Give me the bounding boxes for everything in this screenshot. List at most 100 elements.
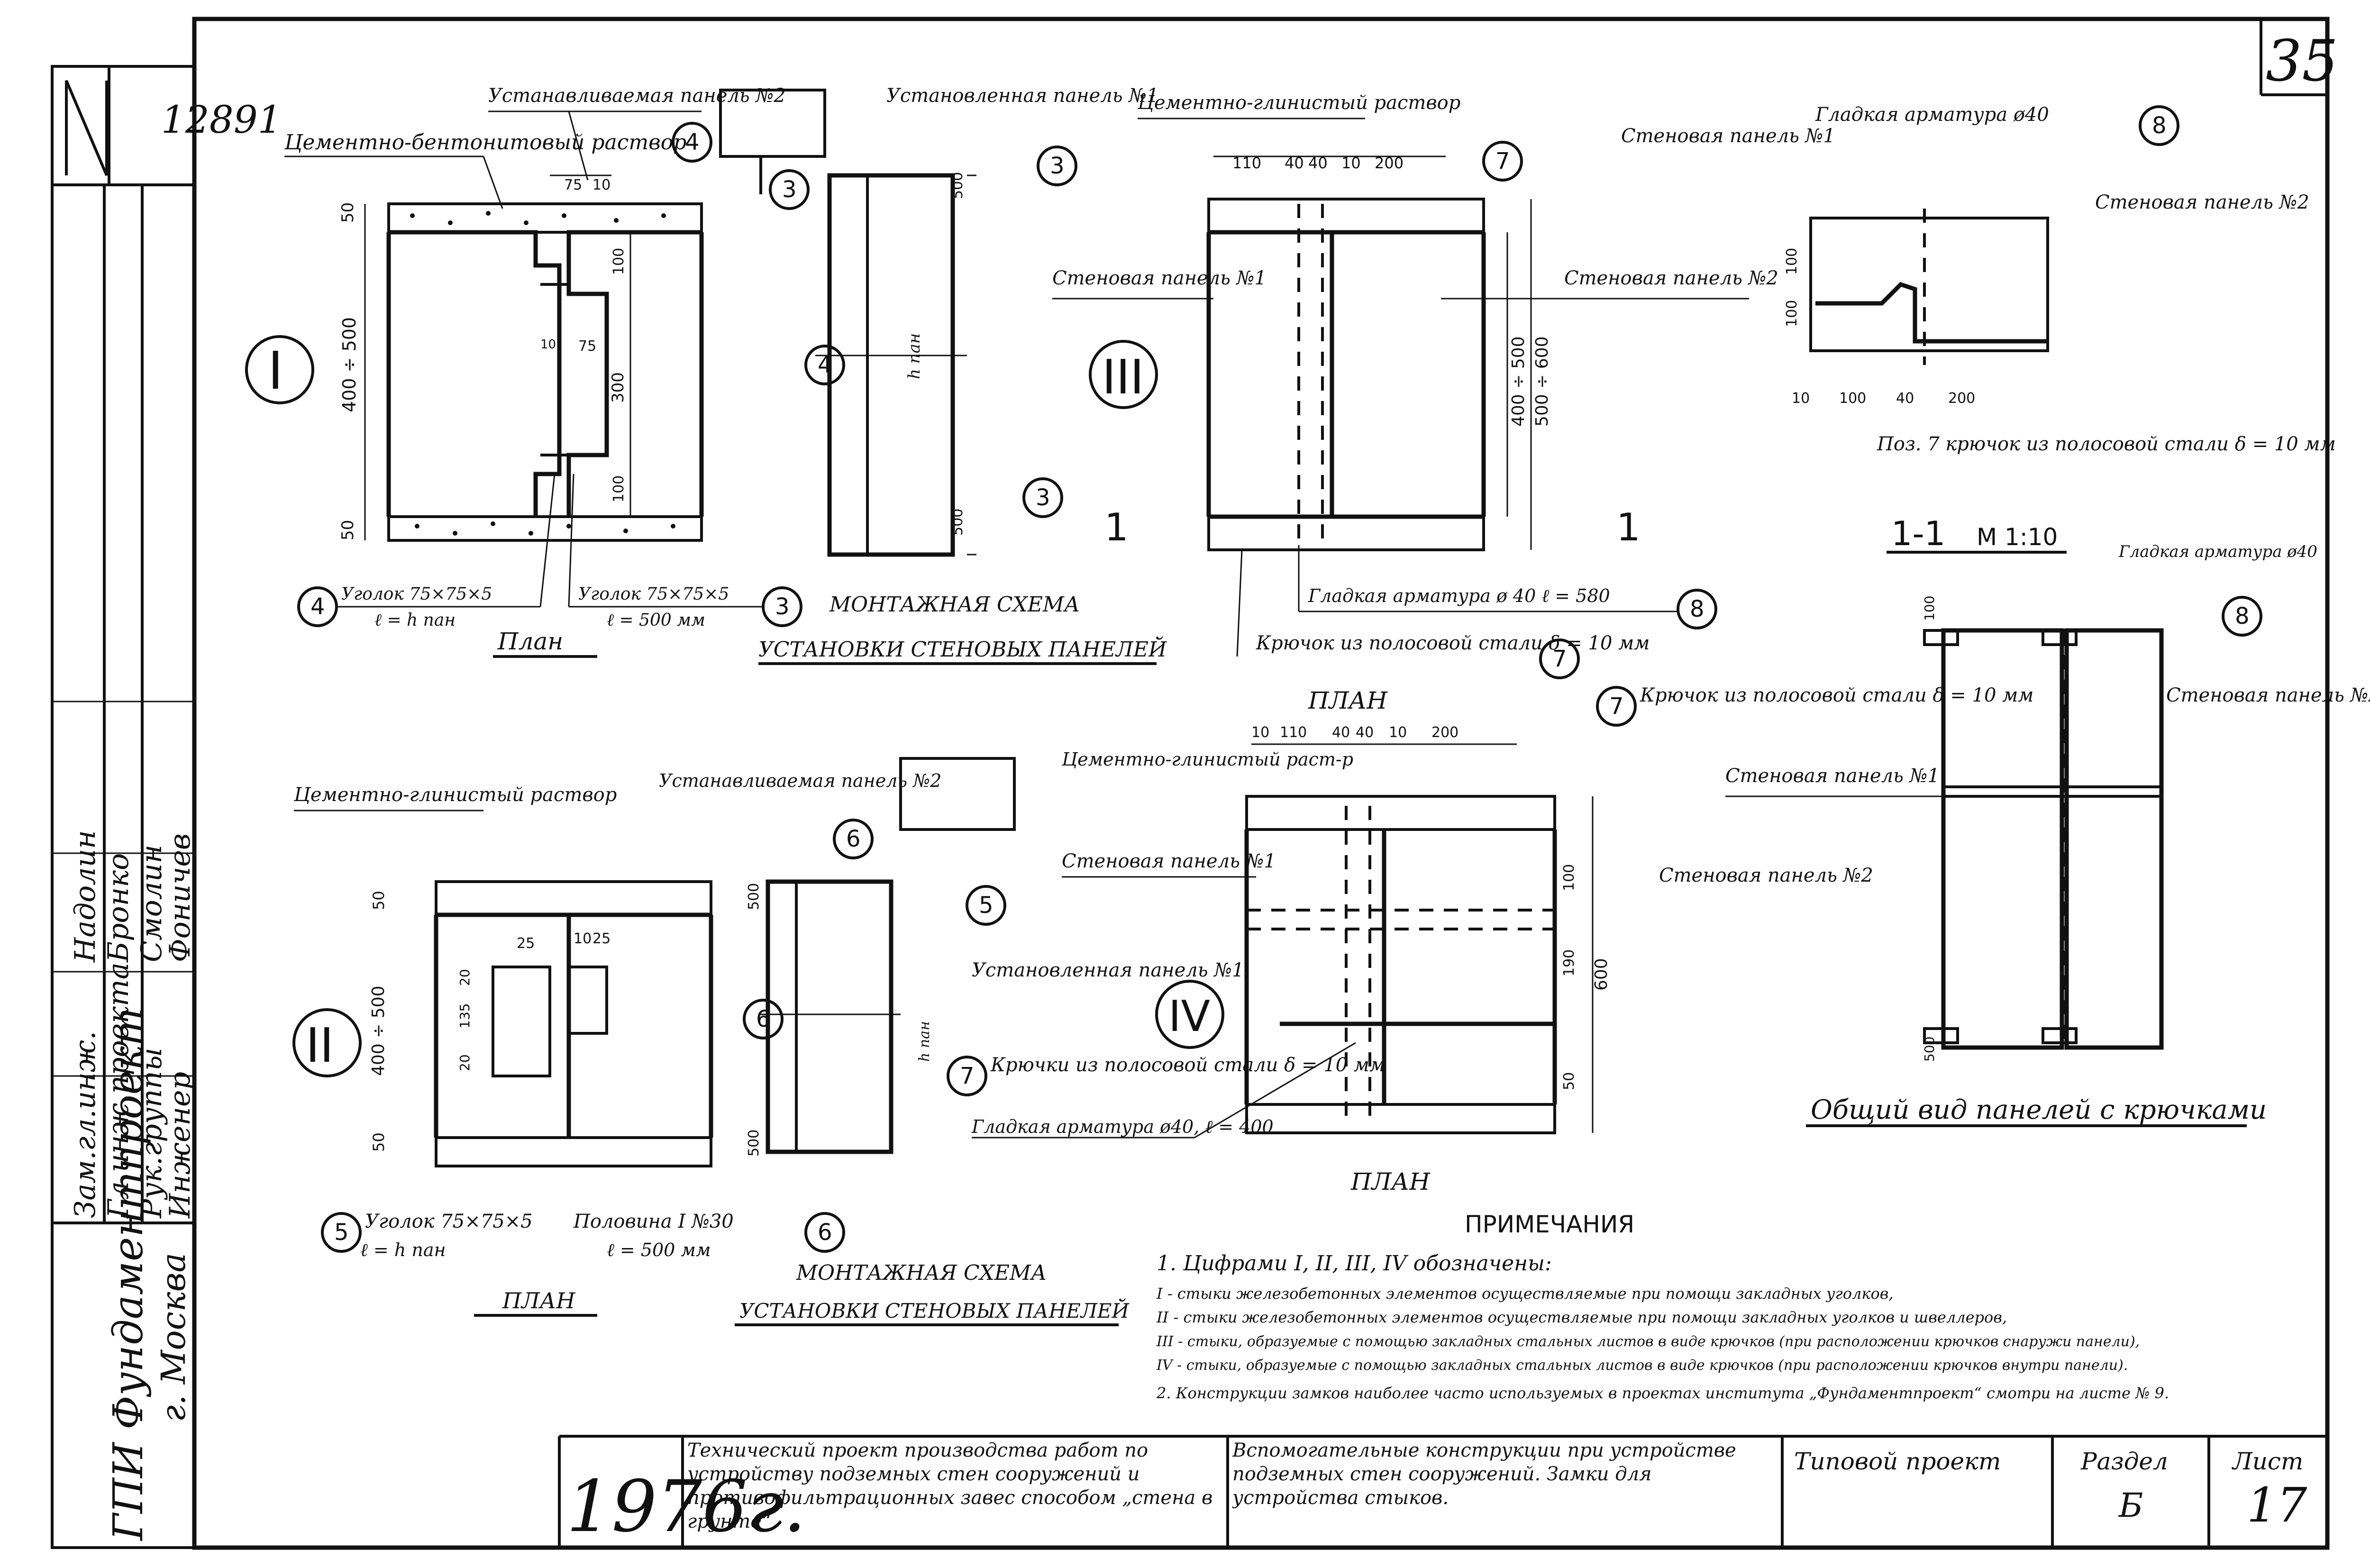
svg-text:200: 200 [1375, 154, 1404, 172]
svg-text:500 ÷ 600: 500 ÷ 600 [1532, 337, 1552, 427]
cement-clay-label-III: Цементно-глинистый раствор [1137, 92, 1460, 114]
svg-text:10: 10 [1251, 724, 1269, 741]
svg-text:40: 40 [1308, 154, 1328, 172]
note-1-intro: 1. Цифрами I, II, III, IV обозначены: [1157, 1251, 1552, 1276]
svg-text:100: 100 [611, 475, 627, 502]
svg-text:1: 1 [1616, 505, 1641, 549]
detail-IV-label: IV [1168, 992, 1210, 1041]
svg-text:40: 40 [1356, 724, 1374, 741]
org-name: ГПИ Фундаментпроект [105, 1008, 152, 1541]
svg-text:75: 75 [578, 338, 596, 355]
svg-text:20: 20 [457, 1054, 473, 1071]
svg-text:Гл.инж.проекта: Гл.инж.проекта [102, 962, 135, 1219]
svg-text:Зам.гл.инж.: Зам.гл.инж. [69, 1031, 102, 1218]
cement-bentonite-label: Цементно-бентонитовый раствор [284, 130, 686, 155]
general-view-title: Общий вид панелей с крючками [1811, 1094, 2267, 1125]
svg-text:500: 500 [949, 509, 966, 536]
svg-text:400 ÷ 500: 400 ÷ 500 [339, 317, 360, 412]
plan-label-I: План [497, 628, 563, 655]
left-stamp [51, 65, 196, 1549]
svg-text:25: 25 [592, 930, 611, 947]
mont-scheme-title-I: МОНТАЖНАЯ СХЕМА [829, 593, 1080, 617]
sheet-label: Лист [2231, 1448, 2303, 1475]
pos7-detail [1809, 209, 2049, 365]
montage-scheme-I [719, 89, 976, 557]
svg-text:3: 3 [1036, 484, 1050, 511]
type-project: Типовой проект [1794, 1448, 2001, 1475]
svg-text:7: 7 [1495, 148, 1510, 174]
svg-text:20: 20 [457, 969, 473, 986]
svg-text:4: 4 [310, 593, 325, 620]
pos7-label: Поз. 7 крючок из полосовой стали δ = 10 … [1877, 433, 2336, 455]
svg-text:6: 6 [818, 1219, 832, 1246]
doc-title-left-box: Технический проект производства работ по… [687, 1440, 1213, 1532]
svg-text:500: 500 [746, 883, 762, 910]
svg-text:10: 10 [1341, 154, 1361, 172]
plan-label-III: ПЛАН [1308, 687, 1388, 714]
note-1-d: IV - стыки, образуемые с помощью закладн… [1156, 1357, 2128, 1374]
svg-text:5: 5 [979, 892, 994, 919]
svg-text:7: 7 [1552, 646, 1567, 672]
svg-text:110: 110 [1280, 724, 1307, 741]
cement-clay-label-II: Цементно-глинистый раствор [293, 784, 617, 806]
svg-text:100: 100 [1784, 248, 1800, 275]
svg-text:40: 40 [1332, 724, 1350, 741]
svg-text:6: 6 [756, 1006, 771, 1032]
svg-text:Инженер: Инженер [164, 1072, 197, 1219]
svg-text:200: 200 [1948, 390, 1975, 407]
scale-label: М 1:10 [1977, 523, 2058, 551]
archive-number: 12891 [161, 98, 282, 142]
svg-text:Смолин: Смолин [135, 845, 168, 962]
doc-title-left: Технический проект производства работ по… [687, 1440, 1213, 1532]
svg-text:Фоничев: Фоничев [164, 833, 197, 962]
svg-text:500: 500 [1922, 1037, 1937, 1062]
sheet-number-top: 35 [2266, 28, 2338, 94]
plan-label-II: ПЛАН [502, 1288, 575, 1313]
installing-panel-2-label: Устанавливаемая панель №2 [488, 85, 786, 107]
svg-text:50: 50 [338, 202, 357, 223]
svg-text:50: 50 [370, 1132, 388, 1152]
svg-text:600: 600 [1592, 958, 1611, 991]
note-2: 2. Конструкции замков наиболее часто исп… [1156, 1384, 2169, 1402]
wall-panel-1-label-gen: Стеновая панель №1 [1725, 765, 1940, 787]
svg-text:6: 6 [846, 826, 861, 852]
mont-scheme-sub-I: УСТАНОВКИ СТЕНОВЫХ ПАНЕЛЕЙ [758, 636, 1167, 662]
svg-text:300: 300 [609, 372, 628, 403]
montage-scheme-II [758, 757, 1016, 1154]
detail-II-plan [434, 880, 713, 1167]
org-city: г. Москва [154, 1253, 193, 1422]
svg-text:110: 110 [1232, 154, 1261, 172]
smooth-rebar-580-label: Гладкая арматура ø 40 ℓ = 580 [1308, 585, 1610, 606]
smooth-rebar-label-gen: Гладкая арматура ø40 [2118, 542, 2317, 561]
svg-text:ℓ = h пан: ℓ = h пан [374, 611, 456, 630]
staff-list: Зам.гл.инж. Гл.инж.проекта Рук.группы Ин… [69, 830, 197, 1541]
svg-text:Бронко: Бронко [102, 853, 135, 963]
svg-text:25: 25 [517, 935, 535, 952]
sheet-value: 17 [2247, 1477, 2307, 1533]
svg-text:10: 10 [592, 177, 611, 193]
svg-text:40: 40 [1285, 154, 1304, 172]
svg-text:100: 100 [1922, 596, 1937, 621]
svg-text:5: 5 [334, 1219, 349, 1246]
wall-panel-2-label-IV: Стеновая панель №2 [1659, 865, 1873, 886]
note-1-c: III - стыки, образуемые с помощью заклад… [1156, 1333, 2140, 1350]
hook-strip-label-gen: Крючок из полосовой стали δ = 10 мм [1640, 684, 2033, 706]
svg-text:50: 50 [338, 520, 357, 540]
svg-text:400 ÷ 500: 400 ÷ 500 [369, 986, 388, 1076]
svg-text:h пан: h пан [905, 333, 924, 379]
svg-text:100: 100 [1561, 864, 1577, 891]
detail-I-plan [364, 174, 704, 542]
note-1-a: I - стыки железобетонных элементов осуще… [1156, 1285, 1894, 1303]
svg-text:10: 10 [540, 337, 556, 352]
svg-text:4: 4 [818, 352, 832, 378]
svg-text:500: 500 [949, 172, 966, 199]
svg-text:ℓ = h пан: ℓ = h пан [360, 1240, 446, 1260]
plan-label-IV: ПЛАН [1350, 1168, 1431, 1195]
detail-III-label: III [1102, 349, 1144, 405]
svg-text:3: 3 [1050, 153, 1065, 179]
wall-panel-2-label-pos7: Стеновая панель №2 [2095, 191, 2309, 213]
hook-strip-label-III: Крючок из полосовой стали δ = 10 мм [1256, 632, 1650, 654]
svg-text:10: 10 [1792, 390, 1810, 407]
svg-text:100: 100 [1839, 390, 1866, 407]
